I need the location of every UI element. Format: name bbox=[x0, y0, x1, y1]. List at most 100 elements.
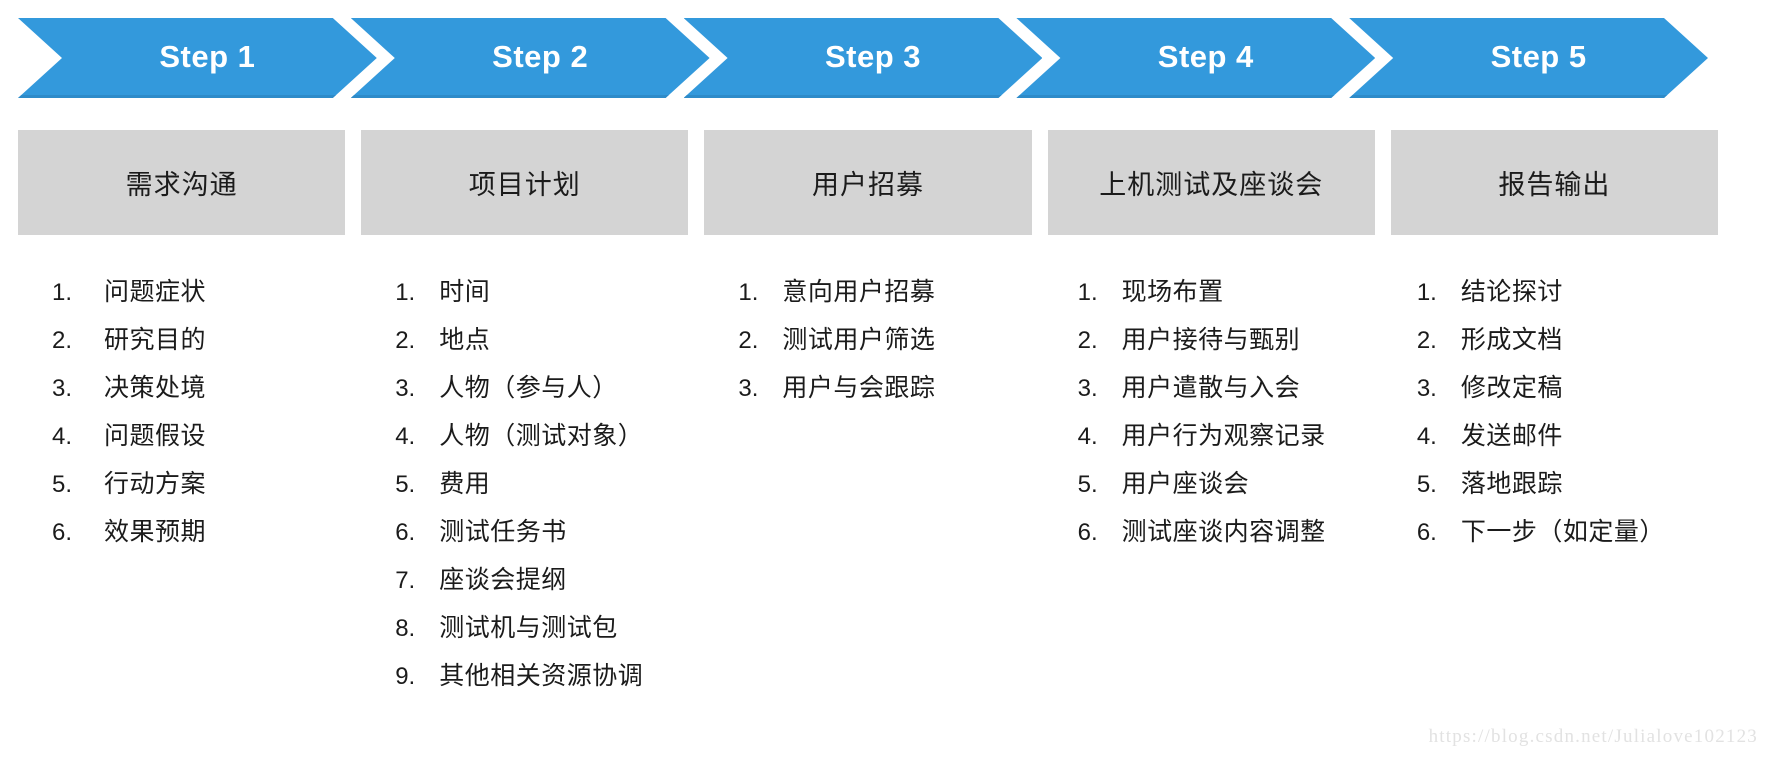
task-item[interactable]: 6.效果预期 bbox=[52, 508, 349, 556]
task-number: 5. bbox=[1416, 471, 1437, 498]
task-label: 人物（参与人） bbox=[439, 374, 618, 402]
task-number: 2. bbox=[395, 327, 416, 354]
task-item[interactable]: 5. 行动方案 bbox=[52, 460, 349, 508]
task-number: 5. bbox=[52, 471, 73, 498]
task-item[interactable]: 3.用户与会跟踪 bbox=[738, 364, 1035, 412]
task-number: 4. bbox=[1077, 423, 1098, 450]
task-label: 费用 bbox=[439, 470, 491, 498]
task-label: 问题症状 bbox=[104, 278, 207, 306]
task-label: 其他相关资源协调 bbox=[439, 662, 644, 690]
task-item[interactable]: 5. 用户座谈会 bbox=[1078, 460, 1375, 508]
step-chevron-1[interactable]: Step 1 bbox=[18, 18, 377, 98]
task-label: 研究目的 bbox=[104, 326, 207, 354]
task-label: 落地跟踪 bbox=[1460, 470, 1563, 498]
task-number: 3. bbox=[1416, 375, 1437, 402]
task-item[interactable]: 3. 决策处境 bbox=[52, 364, 349, 412]
task-label: 下一步（如定量） bbox=[1460, 518, 1665, 546]
task-number: 2. bbox=[1416, 327, 1437, 354]
task-label: 发送邮件 bbox=[1460, 422, 1563, 450]
task-number: 3. bbox=[738, 375, 759, 402]
task-item[interactable]: 2. 用户接待与甄别 bbox=[1078, 316, 1375, 364]
step-chevron-4[interactable]: Step 4 bbox=[1016, 18, 1375, 98]
task-item[interactable]: 3. 用户遣散与入会 bbox=[1078, 364, 1375, 412]
task-number: 9. bbox=[395, 663, 416, 690]
task-item[interactable]: 4. 人物（测试对象） bbox=[395, 412, 692, 460]
phase-title: 用户招募 bbox=[812, 170, 924, 200]
step-chevron-5[interactable]: Step 5 bbox=[1349, 18, 1708, 98]
task-item[interactable]: 3. 修改定稿 bbox=[1417, 364, 1714, 412]
step-chevron-3[interactable]: Step 3 bbox=[684, 18, 1043, 98]
task-item[interactable]: 7. 座谈会提纲 bbox=[395, 556, 692, 604]
task-list-4: 1. 现场布置 2. 用户接待与甄别 3. 用户遣散与入会 4. 用户行为观察记录 5. 用户座谈… bbox=[1056, 268, 1379, 708]
task-item[interactable]: 4.问题假设 bbox=[52, 412, 349, 460]
task-item[interactable]: 6.测试任务书 bbox=[395, 508, 692, 556]
task-item[interactable]: 6.测试座谈内容调整 bbox=[1078, 508, 1375, 556]
task-item[interactable]: 1.意向用户招募 bbox=[738, 268, 1035, 316]
step-chevron-ribbon: Step 1 Step 2 Step 3 Step 4 Step 5 bbox=[18, 18, 1708, 98]
task-item[interactable]: 4.发送邮件 bbox=[1417, 412, 1714, 460]
task-label: 用户座谈会 bbox=[1121, 470, 1250, 498]
task-label: 用户接待与甄别 bbox=[1121, 326, 1301, 354]
phase-box-5[interactable]: 报告输出 bbox=[1390, 130, 1719, 235]
task-item[interactable]: 5.费用 bbox=[395, 460, 692, 508]
phase-title: 需求沟通 bbox=[125, 170, 238, 200]
phase-box-1[interactable]: 需求沟通 bbox=[18, 130, 346, 235]
task-item[interactable]: 1. 现场布置 bbox=[1078, 268, 1375, 316]
task-item[interactable]: 2.研究目的 bbox=[52, 316, 349, 364]
task-label: 用户行为观察记录 bbox=[1121, 422, 1326, 450]
task-label: 人物（测试对象） bbox=[439, 422, 644, 450]
task-number: 7. bbox=[395, 567, 416, 594]
task-number: 5. bbox=[1077, 471, 1098, 498]
task-label: 行动方案 bbox=[104, 470, 207, 498]
task-item[interactable]: 1. 结论探讨 bbox=[1417, 268, 1714, 316]
task-label: 地点 bbox=[439, 326, 491, 354]
task-number: 4. bbox=[395, 423, 416, 450]
task-item[interactable]: 9. 其他相关资源协调 bbox=[395, 652, 692, 700]
task-item[interactable]: 8.测试机与测试包 bbox=[395, 604, 692, 652]
phase-box-3[interactable]: 用户招募 bbox=[704, 130, 1032, 235]
task-item[interactable]: 1. 时间 bbox=[395, 268, 692, 316]
source-watermark: https://blog.csdn.net/Julialove102123 bbox=[1428, 726, 1758, 747]
task-item[interactable]: 4. 用户行为观察记录 bbox=[1078, 412, 1375, 460]
task-label: 决策处境 bbox=[104, 374, 207, 402]
task-label: 用户遣散与入会 bbox=[1121, 374, 1301, 402]
task-label: 效果预期 bbox=[104, 518, 207, 546]
task-number: 1. bbox=[52, 279, 73, 306]
task-label: 测试用户筛选 bbox=[782, 326, 936, 354]
task-number: 3. bbox=[52, 375, 73, 402]
phase-box-4[interactable]: 上机测试及座谈会 bbox=[1047, 130, 1375, 235]
task-number: 6. bbox=[395, 519, 416, 546]
task-item[interactable]: 3. 人物（参与人） bbox=[395, 364, 692, 412]
task-number: 3. bbox=[1077, 375, 1098, 402]
task-item[interactable]: 2. 地点 bbox=[395, 316, 692, 364]
task-item[interactable]: 2. 形成文档 bbox=[1417, 316, 1714, 364]
task-number: 1. bbox=[1077, 279, 1098, 306]
task-number: 6. bbox=[1077, 519, 1098, 546]
task-label: 问题假设 bbox=[104, 422, 207, 450]
task-item[interactable]: 2.测试用户筛选 bbox=[738, 316, 1035, 364]
task-list-5: 1. 结论探讨 2. 形成文档 3. 修改定稿 4.发送邮件 5. 落地跟踪 6.下一步（如定量） bbox=[1395, 268, 1718, 708]
phase-box-2[interactable]: 项目计划 bbox=[361, 130, 689, 235]
task-list-1: 1. 问题症状 2.研究目的 3. 决策处境 4.问题假设 5. 行动方案 6.效果预期 bbox=[18, 268, 353, 708]
task-item[interactable]: 1. 问题症状 bbox=[52, 268, 349, 316]
step-chevron-label: Step 1 bbox=[159, 38, 256, 74]
task-number: 8. bbox=[395, 615, 416, 642]
task-label: 座谈会提纲 bbox=[439, 566, 567, 594]
task-number: 3. bbox=[395, 375, 416, 402]
task-label: 修改定稿 bbox=[1460, 374, 1563, 402]
task-number: 1. bbox=[395, 279, 416, 306]
task-label: 形成文档 bbox=[1460, 326, 1563, 354]
task-item[interactable]: 6.下一步（如定量） bbox=[1417, 508, 1714, 556]
task-label: 时间 bbox=[439, 278, 491, 306]
step-chevron-label: Step 2 bbox=[492, 38, 589, 74]
step-chevron-2[interactable]: Step 2 bbox=[351, 18, 710, 98]
task-number: 1. bbox=[1416, 279, 1437, 306]
task-label: 现场布置 bbox=[1121, 278, 1224, 306]
task-item[interactable]: 5. 落地跟踪 bbox=[1417, 460, 1714, 508]
task-label: 结论探讨 bbox=[1460, 278, 1563, 306]
task-number: 2. bbox=[1077, 327, 1098, 354]
